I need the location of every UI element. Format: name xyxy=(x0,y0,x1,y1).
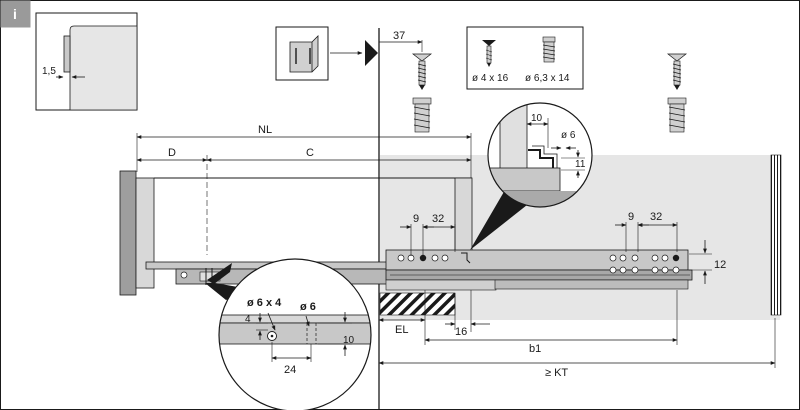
wood-screw-left-icon xyxy=(411,53,433,90)
detail-bottom-pointer-body xyxy=(205,283,255,300)
screw-6-3x14-icon xyxy=(542,36,556,63)
detail-bottom-hole-a: ø 6 x 4 xyxy=(247,297,282,309)
dim-12: 12 xyxy=(714,259,726,271)
detail-top-hole: ø 6 xyxy=(561,130,576,141)
detail-bottom: ø 6 x 4 ø 6 4 10 24 xyxy=(218,258,372,410)
cabinet-icon xyxy=(275,26,363,81)
screw-legend: ø 4 x 16 ø 6,3 x 14 xyxy=(466,26,584,90)
dim-b1: b1 xyxy=(529,343,541,355)
detail-top-dim-10: 10 xyxy=(531,113,543,124)
rail-holes-rear xyxy=(609,254,680,274)
inset-corner: 1,5 xyxy=(35,12,138,111)
detail-bottom-dim-4: 4 xyxy=(245,314,251,325)
dim-37: 37 xyxy=(393,30,405,42)
screw-label-a: ø 4 x 16 xyxy=(472,73,509,84)
euro-screw-right-icon xyxy=(667,97,687,133)
inset-dim: 1,5 xyxy=(42,66,56,77)
screw-label-b: ø 6,3 x 14 xyxy=(525,73,570,84)
detail-top-pointer xyxy=(470,190,527,250)
panel-tag-box xyxy=(0,0,31,28)
rail-holes-front xyxy=(397,252,471,264)
detail-bottom-hole-b: ø 6 xyxy=(300,301,316,313)
dim-pitch-9-front: 9 xyxy=(413,213,419,225)
panel-tag: i xyxy=(13,6,17,22)
wood-screw-right-icon xyxy=(666,53,688,90)
dim-nl: NL xyxy=(258,124,272,136)
dim-d: D xyxy=(168,147,176,159)
reference-arrow xyxy=(365,40,378,66)
detail-top-dim-11: 11 xyxy=(575,159,586,170)
rear-wall-section xyxy=(770,154,782,316)
dim-pitch-32-rear: 32 xyxy=(650,211,662,223)
cabinet-front-section xyxy=(379,292,456,316)
dim-el: EL xyxy=(395,324,408,336)
dim-c: C xyxy=(306,147,314,159)
detail-bottom-dim-10: 10 xyxy=(343,335,355,346)
dim-pitch-32-front: 32 xyxy=(432,213,444,225)
dim-pitch-9-rear: 9 xyxy=(628,211,634,223)
screw-4x16-icon xyxy=(482,40,496,67)
dim-kt: ≥ KT xyxy=(545,367,568,379)
detail-bottom-dim-24: 24 xyxy=(284,364,296,376)
euro-screw-left-icon xyxy=(412,97,432,133)
dim-16: 16 xyxy=(455,326,467,338)
detail-bottom-pointer xyxy=(207,263,232,284)
